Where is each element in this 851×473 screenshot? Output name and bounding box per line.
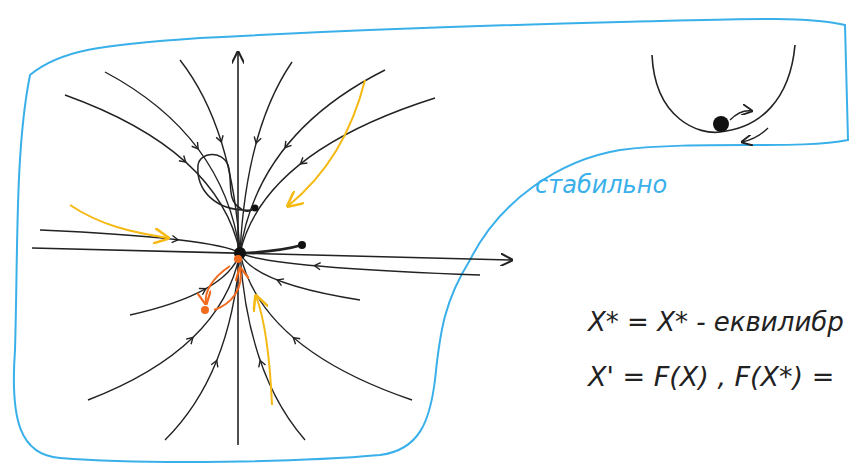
region-note: стабильно	[535, 172, 667, 198]
perturbed-point	[201, 306, 209, 314]
trajectory	[240, 253, 412, 400]
trajectory-arrow	[199, 288, 206, 294]
bowl	[652, 45, 795, 132]
trajectory-arrow	[285, 141, 292, 148]
trajectory-arrow	[314, 263, 320, 270]
ball	[713, 116, 729, 132]
trajectories	[40, 60, 480, 440]
perturbation-arrow	[206, 266, 230, 304]
trajectory	[130, 253, 240, 315]
motion-arrow	[742, 128, 768, 142]
perturbed-point	[234, 255, 242, 263]
flow-arrow	[288, 80, 365, 206]
trajectory-arrow	[211, 361, 218, 368]
trajectory-arrow	[259, 361, 266, 368]
flow-arrow	[256, 296, 272, 405]
trajectory	[180, 60, 240, 253]
loop-trajectory	[198, 154, 252, 211]
state-dot	[298, 241, 306, 249]
trajectory	[240, 98, 435, 253]
trajectory	[240, 62, 292, 253]
trajectory-arrow	[293, 338, 300, 345]
motion-arrow	[730, 111, 752, 120]
region-outline	[14, 19, 848, 462]
trajectory-arrow	[186, 338, 193, 345]
trajectory	[240, 70, 385, 253]
trajectory-arrow	[172, 236, 178, 243]
trajectory-arrow	[254, 136, 261, 143]
trajectory	[243, 245, 302, 253]
trajectory	[165, 253, 240, 440]
equation-note: X' = F(X) , F(X*) =	[588, 362, 834, 392]
equation-note: X* = X* - еквилибр	[588, 308, 844, 337]
flow-arrow	[70, 205, 168, 238]
trajectory-arrow	[192, 142, 198, 149]
trajectory-arrow	[179, 155, 186, 162]
perturbation-arrow	[214, 268, 241, 310]
trajectory-arrow	[300, 157, 307, 164]
trajectory	[240, 253, 480, 275]
trajectory	[88, 253, 240, 400]
state-dot	[252, 205, 259, 212]
trajectory	[105, 72, 240, 253]
trajectory-arrow	[277, 279, 284, 286]
trajectory-arrow	[216, 135, 223, 142]
trajectory	[240, 253, 360, 300]
